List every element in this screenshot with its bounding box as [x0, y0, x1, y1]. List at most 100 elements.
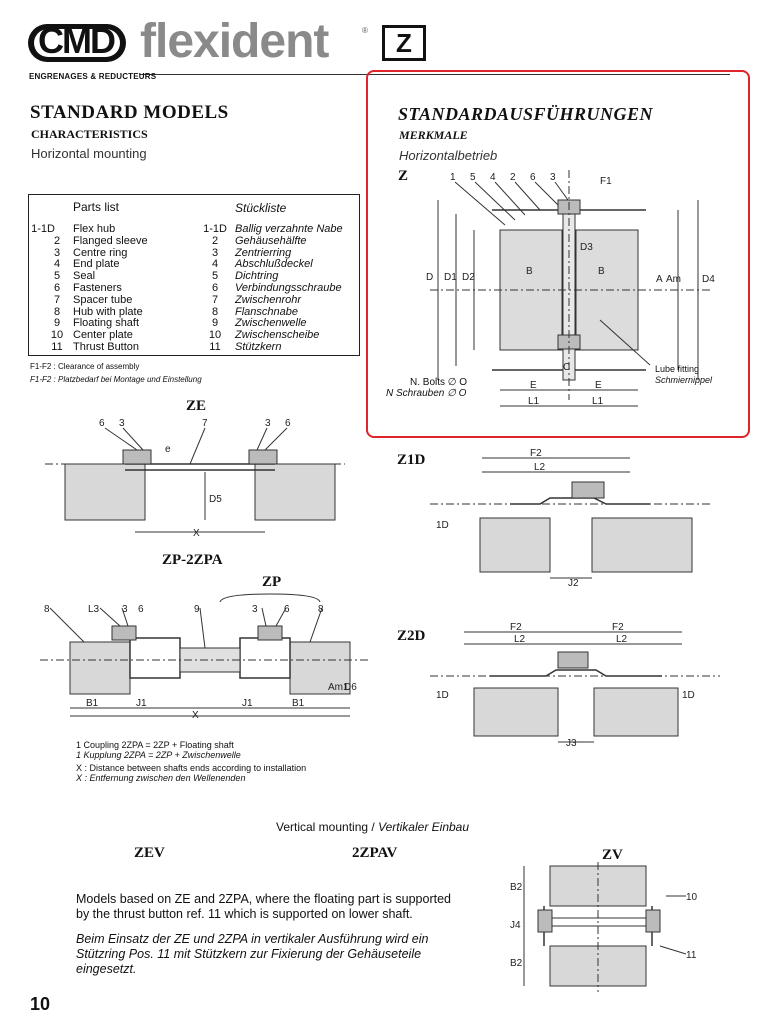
- parts-no: 3: [53, 246, 61, 259]
- z2d-dim-f2-right: F2: [612, 622, 624, 633]
- zv-callout-10: 10: [686, 892, 698, 903]
- parts-no: 2: [53, 234, 61, 247]
- z-dim-b-right: B: [598, 266, 605, 277]
- parts-header-de: Stückliste: [235, 201, 287, 215]
- parts-no: 6: [53, 282, 61, 294]
- diagram-z1d: F2 L2 J2 1D: [430, 448, 710, 589]
- tagline: ENGRENAGES & REDUCTEURS: [29, 72, 157, 81]
- right-title: STANDARDAUSFÜHRUNGEN: [398, 104, 654, 124]
- vertical-heading-sep: /: [368, 820, 379, 834]
- parts-no-de: 5: [211, 270, 219, 283]
- zv-dim-b2-bottom: B2: [510, 958, 523, 969]
- z-dim-e-right: E: [595, 380, 602, 391]
- ze-dim-x: X: [193, 528, 200, 539]
- parts-no-de: 11: [209, 341, 221, 353]
- z2d-part-1d-right: 1D: [682, 690, 695, 701]
- z-dim-c: C: [563, 362, 570, 373]
- ze-callout-3-left: 3: [119, 418, 125, 429]
- parts-de: Zentrierring: [235, 246, 292, 259]
- parts-en: Flex hub: [73, 223, 116, 235]
- parts-no-de: 6: [211, 282, 219, 294]
- parts-de: Flanschnabe: [235, 305, 298, 318]
- parts-no-de: 8: [211, 305, 219, 318]
- z1d-dim-l2: L2: [534, 462, 546, 473]
- z2d-dim-l2-right: L2: [616, 634, 628, 645]
- zp-dim-am1: Am1: [328, 682, 349, 693]
- parts-en: Thrust Button: [73, 341, 140, 353]
- z-callout-5: 5: [470, 172, 476, 183]
- parts-no: 9: [53, 317, 61, 330]
- parts-de: Dichtring: [235, 270, 279, 283]
- zv-dim-j4: J4: [510, 920, 521, 931]
- cmd-logo-text: CMD: [38, 20, 116, 61]
- ze-callout-6-right: 6: [285, 418, 291, 429]
- registered-mark: ®: [362, 26, 368, 35]
- parts-no-de: 1-1D: [203, 223, 227, 235]
- z-callout-2: 2: [510, 172, 516, 183]
- diagram-ze: 6 3 7 3 6 e D5 X: [45, 418, 345, 539]
- zv-callout-11: 11: [686, 950, 697, 961]
- ze-callout-3-right: 3: [265, 418, 271, 429]
- model-letter-box: Z: [382, 25, 426, 61]
- diagram-z2d: F2 L2 F2 L2 J3 1D 1D: [430, 622, 720, 749]
- zp-dim-b1-left: B1: [86, 698, 99, 709]
- z-callout-1: 1: [450, 172, 456, 183]
- coupling-note-1-en: 1 Coupling 2ZPA = 2ZP + Floating shaft: [76, 740, 234, 750]
- z1d-dim-f2: F2: [530, 448, 542, 459]
- left-title: STANDARD MODELS: [30, 102, 229, 123]
- z-callout-4: 4: [490, 172, 496, 183]
- zev-title: ZEV: [134, 845, 165, 861]
- diagram-zp2zpa: 8 3 6 9 3 6 8 L3 B1 J1 X J1 B1 Am1 D6: [40, 593, 370, 721]
- parts-no: 8: [53, 305, 61, 318]
- z-dim-a: A: [656, 274, 663, 285]
- parts-en: Centre ring: [73, 246, 128, 259]
- cmd-logo: [28, 24, 126, 62]
- zp-callout-6-right: 6: [284, 604, 290, 615]
- clearance-note-en: F1-F2 : Clearance of assembly: [30, 362, 140, 371]
- zp-dim-j1-left: J1: [136, 698, 147, 709]
- parts-no: 10: [50, 329, 64, 342]
- zp-dim-j1-right: J1: [242, 698, 253, 709]
- zv-dim-b2-top: B2: [510, 882, 523, 893]
- diagram-zp2zpa-title: ZP-2ZPA: [162, 552, 223, 568]
- 2zpav-title: 2ZPAV: [352, 845, 398, 861]
- diagram-ze-title: ZE: [186, 398, 207, 414]
- parts-de: Ballig verzahnte Nabe: [235, 223, 343, 235]
- coupling-note-2-de: X : Entfernung zwischen den Wellenenden: [76, 773, 246, 783]
- ze-callout-6-left: 6: [99, 418, 105, 429]
- parts-no: 1-1D: [31, 223, 55, 235]
- coupling-note-2-en: X : Distance between shafts ends accordi…: [76, 763, 307, 773]
- zp-dim-x: X: [192, 710, 199, 721]
- ze-dim-d5: D5: [209, 494, 222, 505]
- z-callout-6: 6: [530, 172, 536, 183]
- left-mounting: Horizontal mounting: [31, 146, 147, 161]
- parts-no: 7: [53, 293, 61, 306]
- zp-callout-6-left: 6: [138, 604, 144, 615]
- z-bolts-de: N Schrauben ∅ O: [386, 388, 467, 399]
- left-subtitle: CHARACTERISTICS: [31, 127, 148, 141]
- z1d-part-1d: 1D: [436, 520, 449, 531]
- zp-callout-8-right: 8: [318, 604, 324, 615]
- z2d-dim-f2-left: F2: [510, 622, 522, 633]
- parts-de: Zwischenrohr: [235, 293, 302, 306]
- z-dim-f1: F1: [600, 176, 612, 187]
- zp-callout-8-left: 8: [44, 604, 50, 615]
- z2d-part-1d-left: 1D: [436, 690, 449, 701]
- vertical-heading: Vertical mounting / Vertikaler Einbau: [276, 820, 469, 834]
- parts-en: Seal: [73, 270, 96, 283]
- parts-en: Flanged sleeve: [73, 234, 148, 247]
- right-mounting: Horizontalbetrieb: [399, 148, 498, 163]
- diagram-z-title: Z: [398, 168, 409, 184]
- ze-dim-e: e: [165, 444, 171, 455]
- parts-en: Floating shaft: [73, 317, 140, 330]
- parts-no: 11: [51, 341, 63, 353]
- model-letter: Z: [396, 28, 412, 58]
- diagram-z2d-title: Z2D: [397, 628, 426, 644]
- vertical-text-en: Models based on ZE and 2ZPA, where the f…: [76, 892, 451, 921]
- coupling-note-1-de: 1 Kupplung 2ZPA = 2ZP + Zwischenwelle: [76, 750, 241, 760]
- parts-de: Zwischenscheibe: [235, 329, 320, 342]
- parts-no-de: 3: [211, 246, 219, 259]
- right-subtitle: MERKMALE: [399, 128, 468, 142]
- parts-de: Verbindungsschraube: [235, 282, 342, 294]
- parts-no-de: 4: [211, 258, 219, 271]
